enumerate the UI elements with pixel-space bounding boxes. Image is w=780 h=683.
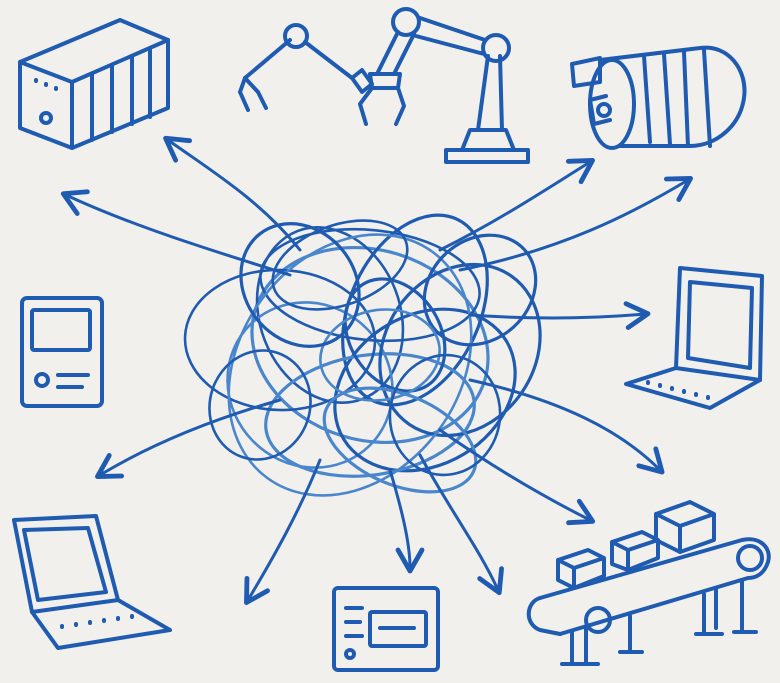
scribble-loop: [319, 308, 441, 402]
arrow-to-left: [95, 398, 282, 479]
arrow-to-controller-box: [388, 468, 425, 574]
scribble-loop: [271, 219, 409, 311]
tangled-scribble-icon: [183, 213, 542, 497]
arrow-to-lower-right: [468, 378, 665, 475]
scribble-loop: [388, 353, 502, 477]
scribble-loop: [259, 227, 481, 343]
scribble-loop: [239, 222, 361, 348]
plc-rack-icon: [18, 18, 170, 150]
scribble-loop: [208, 349, 312, 461]
electric-motor-icon: [570, 45, 747, 150]
arrow-to-upper-left: [60, 189, 292, 277]
controller-box-icon: [332, 586, 440, 672]
scribble-loop: [322, 386, 478, 494]
conveyor-belt-icon: [526, 500, 771, 666]
arrow-to-laptop-right: [468, 301, 651, 330]
robot-arm-small-icon: [238, 23, 374, 112]
laptop-icon: [624, 266, 764, 410]
scribble-loop: [183, 268, 377, 412]
arrow-to-bottom-left: [244, 458, 322, 605]
arrow-to-plc: [163, 135, 302, 252]
scribble-loop: [343, 277, 447, 393]
scribble-loop: [422, 233, 538, 347]
scribble-loop: [226, 301, 394, 469]
scribble-loop: [264, 352, 476, 478]
arrow-to-bottom: [418, 453, 504, 596]
arrows-group: [60, 135, 693, 605]
hmi-panel-icon: [20, 296, 104, 408]
arrow-to-upper-right: [458, 176, 693, 272]
scribble-loop: [333, 307, 517, 473]
arrow-to-conveyor: [438, 428, 596, 526]
robot-arm-large-icon: [358, 7, 530, 164]
arrow-to-motor: [438, 158, 595, 252]
laptop-icon: [12, 514, 172, 650]
